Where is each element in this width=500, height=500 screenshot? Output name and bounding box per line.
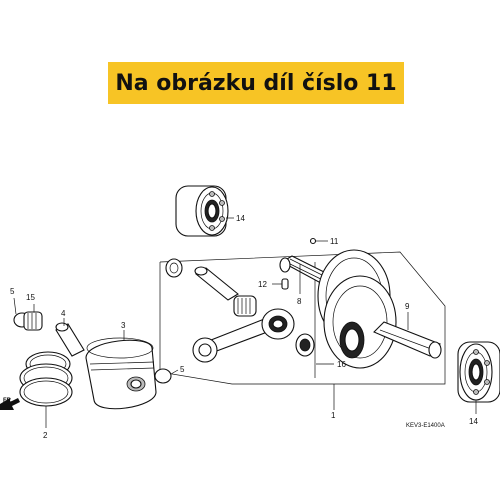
front-marker: FR.: [3, 398, 13, 404]
thrust-washer: [165, 258, 183, 278]
needle-bearing-inner: [233, 295, 257, 317]
label-8: 8: [297, 297, 302, 306]
label-14-bottom: 14: [469, 417, 478, 426]
label-12: 12: [258, 280, 267, 289]
label-15: 15: [26, 293, 35, 302]
label-16: 16: [337, 360, 346, 369]
crankshaft-right-half: [323, 275, 442, 369]
front-arrow-icon: [0, 398, 20, 410]
piston-pin-clip-right: [154, 368, 172, 384]
woodruff-key: [281, 278, 289, 290]
label-3: 3: [121, 321, 126, 330]
label-11: 11: [330, 237, 339, 246]
oil-seal-small: [309, 237, 317, 245]
label-2: 2: [43, 431, 48, 440]
diagram-code: KEV3-E1400A: [406, 423, 445, 429]
part-banner: Na obrázku díl číslo 11: [108, 62, 404, 104]
connecting-rod: [192, 308, 295, 363]
piston: [85, 337, 157, 410]
piston-rings: [19, 351, 73, 407]
bearing-top: [175, 185, 229, 237]
label-4: 4: [61, 309, 66, 318]
label-9: 9: [405, 302, 410, 311]
crank-pin: [194, 266, 239, 301]
piston-pin: [55, 322, 85, 357]
bearing-bottom: [457, 341, 500, 403]
label-14-top: 14: [236, 214, 245, 223]
small-end-bearing: [23, 311, 43, 331]
label-5-right: 5: [180, 365, 185, 374]
label-5-left: 5: [10, 287, 15, 296]
label-1: 1: [331, 411, 336, 420]
